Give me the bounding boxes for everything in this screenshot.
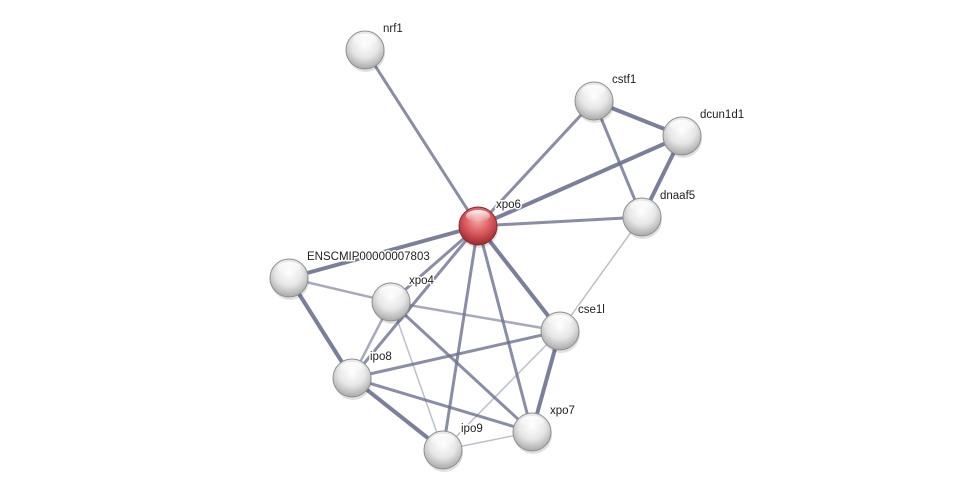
edge-dnaaf5-cse1l[interactable] <box>559 216 643 332</box>
edge-dnaaf5-xpo6[interactable] <box>477 215 643 228</box>
node-highlight <box>466 210 490 222</box>
edge-xpo6-ipo9[interactable] <box>441 225 480 451</box>
node-nrf1[interactable]: nrf1 <box>345 22 404 72</box>
node-highlight <box>379 286 403 298</box>
edge-xpo4-cse1l[interactable] <box>390 300 561 333</box>
node-highlight <box>630 201 654 213</box>
edge-xpo6-xpo7[interactable] <box>476 225 534 433</box>
node-label: xpo6 <box>496 199 521 211</box>
node-label: cstf1 <box>612 74 636 86</box>
node-xpo6[interactable]: xpo6 <box>458 198 522 248</box>
edge-xpo4-ipo9[interactable] <box>390 301 444 451</box>
edge-nrf1-xpo6[interactable] <box>363 49 480 227</box>
edge-ipo8-cse1l[interactable] <box>351 329 561 380</box>
node-cse1l[interactable]: cse1l <box>540 303 606 353</box>
node-highlight <box>431 434 455 446</box>
node-highlight <box>277 262 301 274</box>
edge-xpo6-ENSCMIP00000007803[interactable] <box>288 224 479 280</box>
node-dcun1d1[interactable]: dcun1d1 <box>662 108 746 158</box>
edge-xpo6-ipo8[interactable] <box>350 225 480 379</box>
node-highlight <box>670 120 694 132</box>
node-highlight <box>340 362 364 374</box>
node-xpo7[interactable]: xpo7 <box>512 404 576 454</box>
node-highlight <box>353 34 377 46</box>
node-xpo4[interactable]: xpo4 <box>371 274 436 324</box>
edge-dcun1d1-xpo6[interactable] <box>477 134 683 228</box>
edge-cstf1-dnaaf5[interactable] <box>592 100 644 218</box>
edge-xpo4-xpo7[interactable] <box>389 300 534 434</box>
edge-cse1l-ipo9[interactable] <box>442 330 561 451</box>
node-label: dcun1d1 <box>700 109 744 121</box>
node-label: dnaaf5 <box>660 190 695 202</box>
node-ipo8[interactable]: ipo8 <box>332 350 393 400</box>
node-label: nrf1 <box>383 23 403 35</box>
nodes-layer: nrf1 cstf1 dcun1d1 dnaaf5 xpo6ENSCMIP0000000… <box>269 22 746 472</box>
node-ipo9[interactable]: ipo9 <box>423 422 484 472</box>
edge-xpo6-cse1l[interactable] <box>476 224 562 333</box>
edge-ipo8-xpo7[interactable] <box>351 376 533 434</box>
node-label: xpo7 <box>550 405 575 417</box>
node-label: ipo9 <box>461 423 483 435</box>
node-highlight <box>582 85 606 97</box>
node-label: ipo8 <box>370 351 392 363</box>
node-label: xpo4 <box>409 275 435 287</box>
edge-ENSCMIP00000007803-ipo8[interactable] <box>287 276 354 380</box>
node-highlight <box>520 416 544 428</box>
node-label: ENSCMIP00000007803 <box>307 251 430 263</box>
node-dnaaf5[interactable]: dnaaf5 <box>622 189 697 239</box>
node-ENSCMIP00000007803[interactable]: ENSCMIP00000007803 <box>269 250 431 300</box>
node-label: cse1l <box>578 304 605 316</box>
node-cstf1[interactable]: cstf1 <box>574 73 638 123</box>
node-highlight <box>548 315 572 327</box>
edge-cstf1-xpo6[interactable] <box>476 99 596 228</box>
